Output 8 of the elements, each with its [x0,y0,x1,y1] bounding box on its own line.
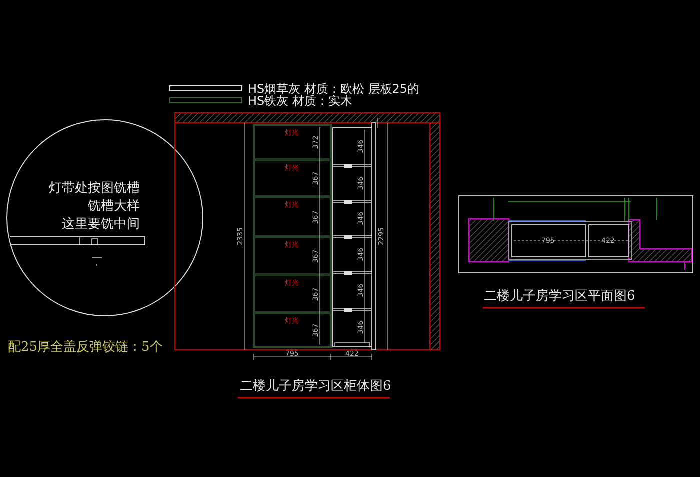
legend-text: HS烟草灰 材质：欧松 层板25的 [248,83,420,95]
legend-text: HS铁灰 材质：实木 [248,95,352,107]
drawing-title: 二楼儿子房学习区平面图6 [484,290,636,303]
drawing-title: 二楼儿子房学习区柜体图6 [240,380,392,393]
note-text: 配25厚全盖反弹铰链：5个 [8,341,163,354]
note-text: 这里要铣中间 [62,218,140,230]
note-text: 灯带处按图铣槽 [49,182,140,194]
note-text: 铣槽大样 [88,200,140,212]
